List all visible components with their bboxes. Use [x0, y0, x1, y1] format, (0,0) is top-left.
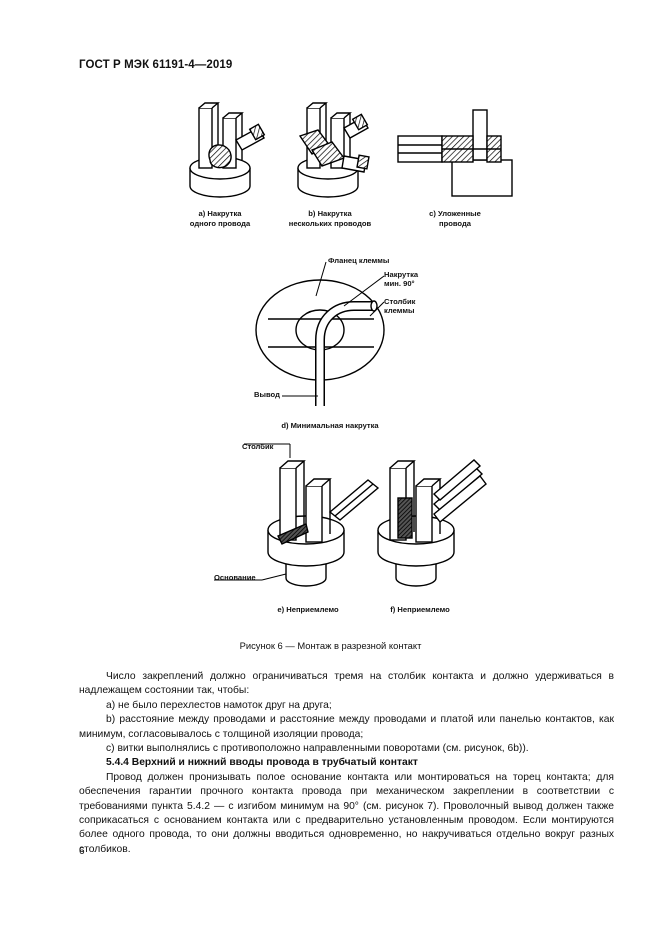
caption-b: b) Накрутка нескольких проводов [280, 209, 380, 229]
fig-e-terminal [214, 443, 380, 587]
paragraph-2: Провод должен пронизывать полое основани… [79, 771, 614, 855]
caption-c-line2: провода [438, 219, 471, 228]
caption-a: a) Накрутка одного провода [175, 209, 265, 229]
caption-d: d) Минимальная накрутка [281, 421, 379, 430]
list-item-b: b) расстояние между проводами и расстоян… [79, 714, 614, 740]
caption-e: e) Неприемлемо [277, 605, 339, 614]
section-heading: 5.4.4 Верхний и нижний вводы провода в т… [106, 757, 418, 769]
caption-c: c) Уложенные провода [410, 209, 500, 229]
label-wrap: Накрутка мин. 90° [384, 270, 418, 288]
label-base: Основание [214, 573, 256, 582]
fig-b-terminal [297, 102, 370, 198]
label-wrap-line2: мин. 90° [384, 279, 415, 288]
page-number: 6 [79, 846, 85, 857]
fig-a-terminal [189, 102, 266, 198]
caption-a-line1: a) Накрутка [198, 209, 242, 218]
label-post-line1: Столбик [384, 297, 416, 306]
figure-title: Рисунок 6 — Монтаж в разрезной контакт [239, 640, 422, 651]
fig-d-terminal-view [255, 261, 385, 406]
caption-b-line1: b) Накрутка [308, 209, 352, 218]
fig-f-terminal [377, 459, 487, 587]
label-post-ef: Столбик [242, 442, 274, 451]
caption-b-line2: нескольких проводов [288, 219, 372, 228]
label-post-line2: клеммы [384, 306, 415, 315]
caption-c-line1: c) Уложенные [429, 209, 481, 218]
list-item-a: a) не было перехлестов намоток друг на д… [106, 699, 332, 711]
label-wrap-line1: Накрутка [384, 270, 419, 279]
document-header: ГОСТ Р МЭК 61191-4—2019 [79, 59, 233, 71]
label-post: Столбик клеммы [384, 297, 415, 315]
paragraph-1: Число закреплений должно ограничиваться … [79, 671, 614, 697]
body-text: Число закреплений должно ограничиваться … [79, 670, 614, 857]
caption-f: f) Неприемлемо [390, 605, 450, 614]
list-item-c: c) витки выполнялись с противоположно на… [106, 743, 529, 755]
fig-c-terminal [397, 109, 513, 197]
label-lead: Вывод [254, 390, 280, 399]
caption-a-line2: одного провода [189, 219, 251, 228]
label-flange: Фланец клеммы [328, 256, 390, 265]
